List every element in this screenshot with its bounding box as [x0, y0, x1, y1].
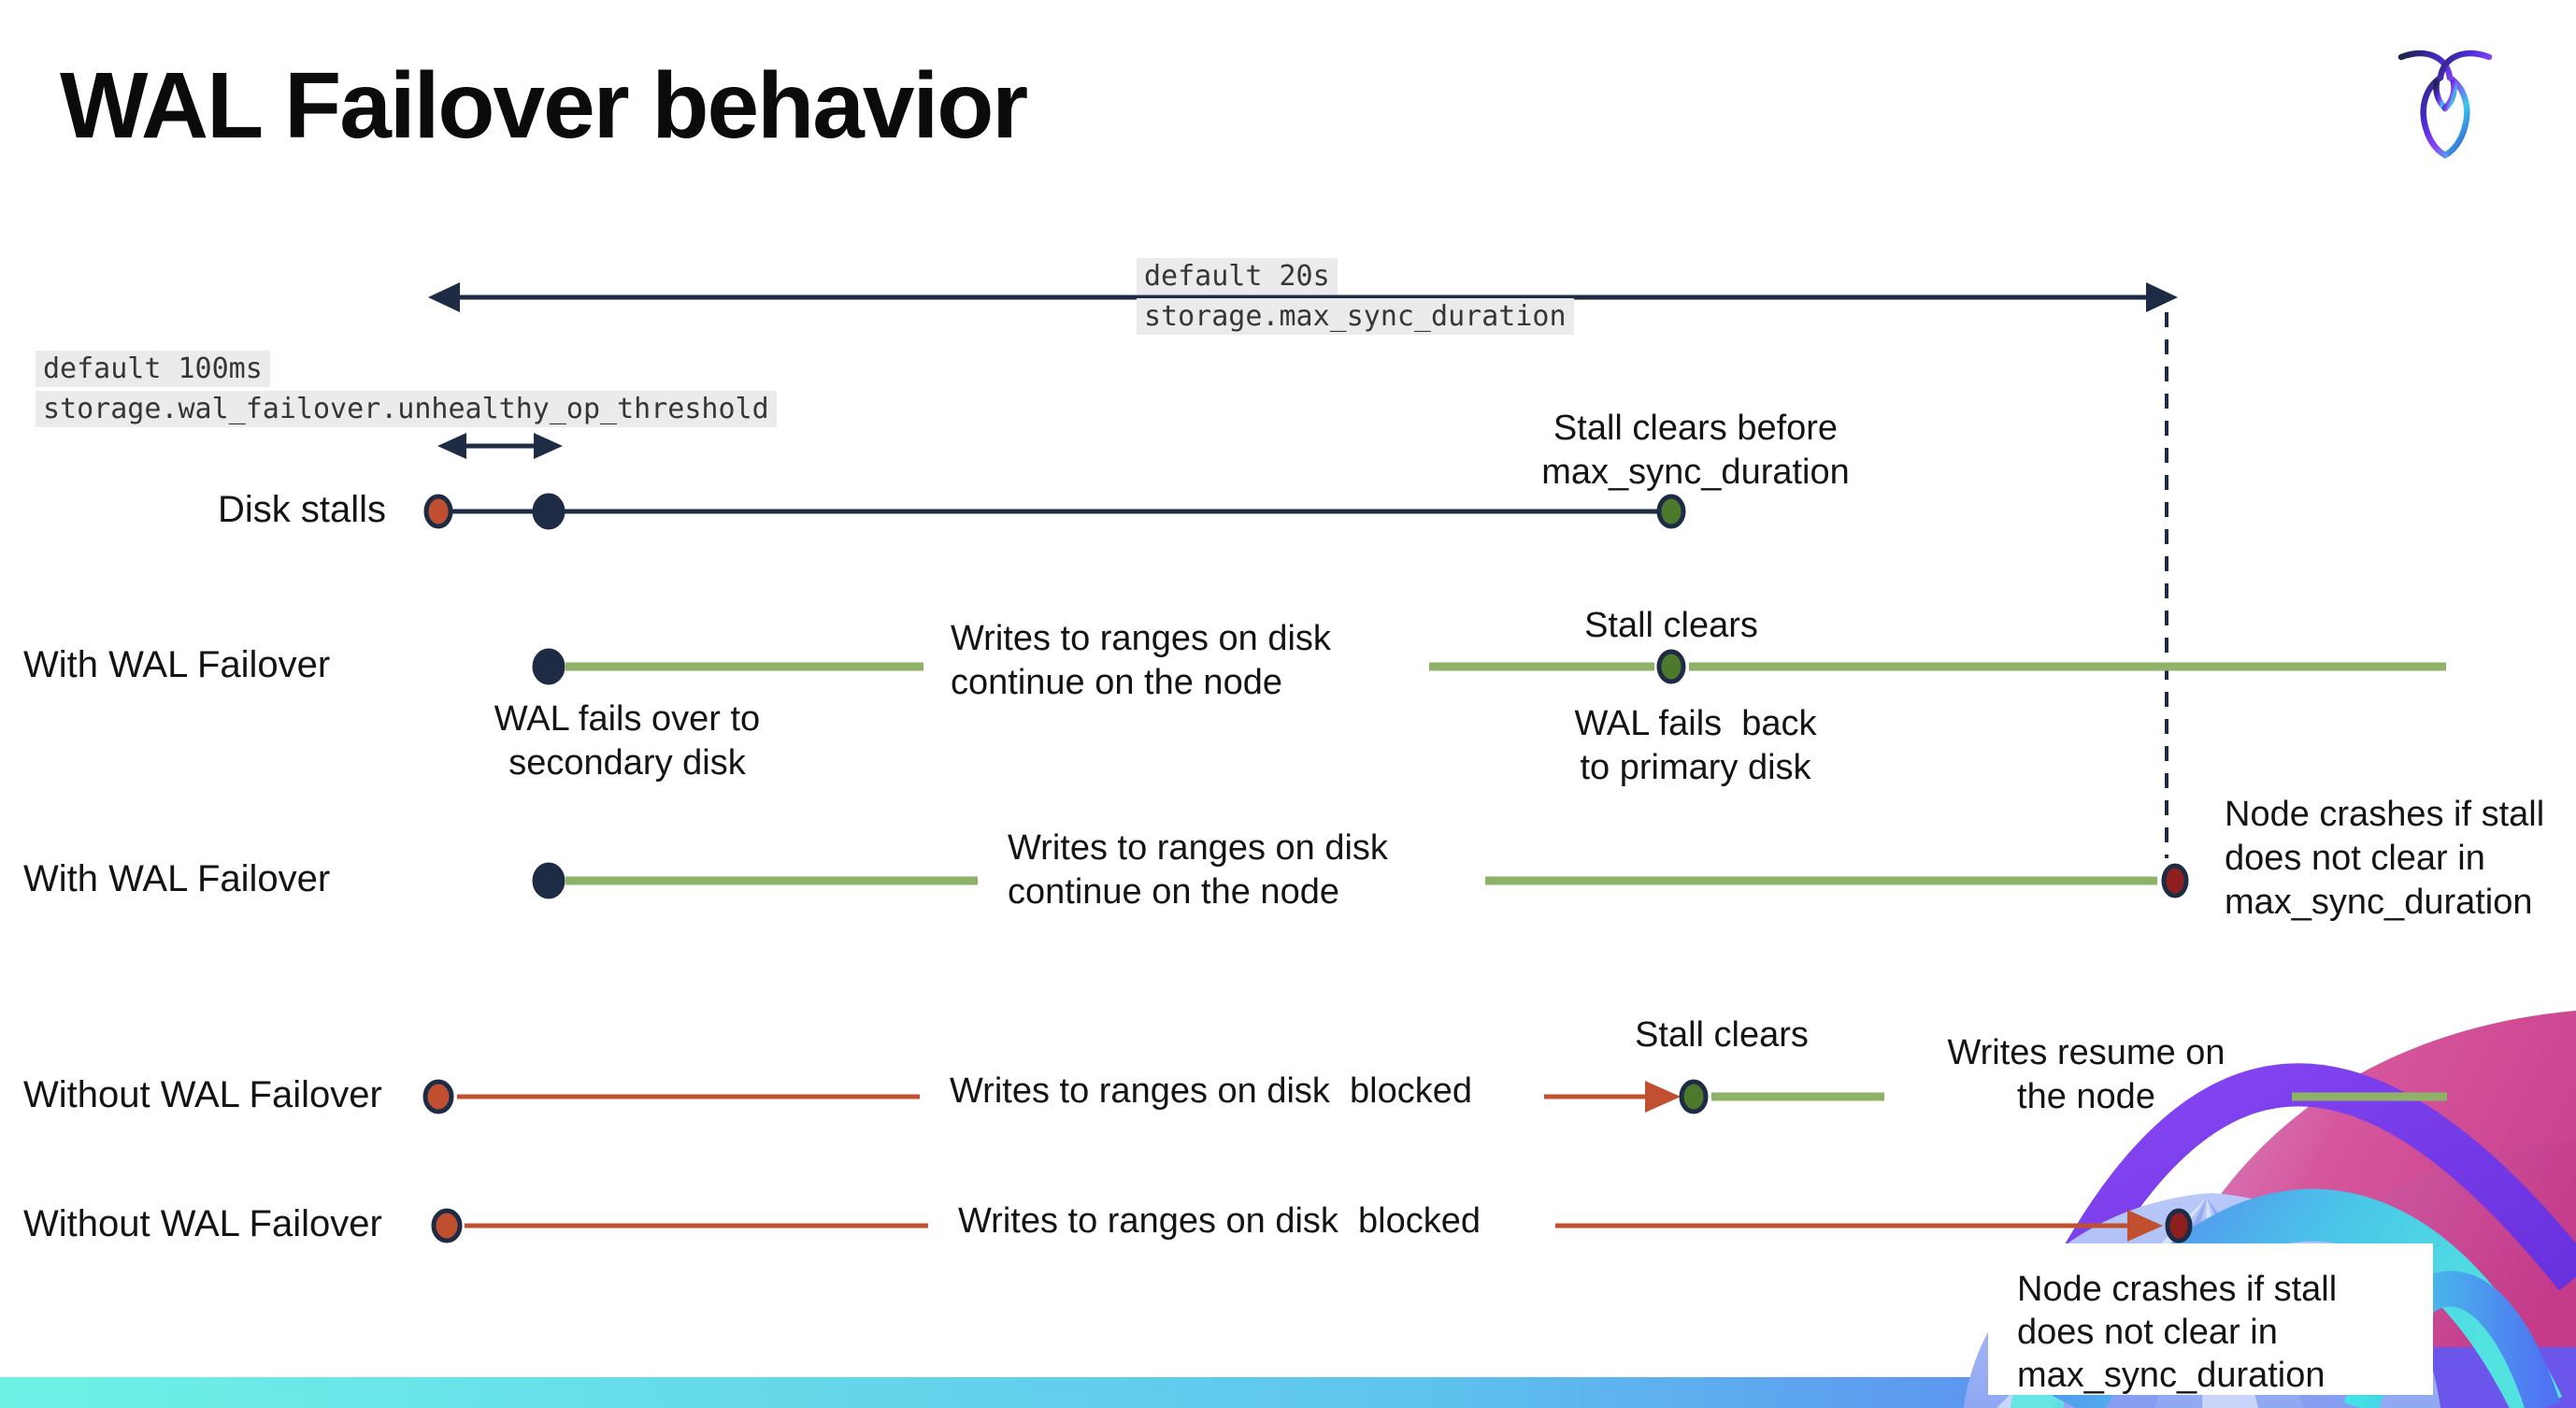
- row5-stall-start-dot: [431, 1208, 463, 1243]
- row1-stall-clear-dot: [1656, 494, 1686, 529]
- row2-stall-clears-annotation: Stall clears: [1584, 606, 1758, 645]
- cockroachdb-logo-icon: [2397, 50, 2493, 159]
- row4-writes-blocked-annotation: Writes to ranges on disk blocked: [950, 1071, 1473, 1111]
- unhealthy-op-threshold-arrow: [437, 433, 563, 459]
- max-sync-default-label: default 20s: [1137, 258, 1338, 295]
- row4-stall-clears-annotation: Stall clears: [1635, 1015, 1809, 1055]
- row2-failover-dot: [532, 648, 565, 685]
- row1-label: Disk stalls: [217, 489, 386, 530]
- row3-label: With WAL Failover: [23, 858, 331, 899]
- row3-failover-dot: [532, 862, 565, 899]
- max-sync-setting-label: storage.max_sync_duration: [1137, 298, 1574, 335]
- row5-label: Without WAL Failover: [23, 1203, 382, 1244]
- threshold-default-label: default 100ms: [36, 351, 270, 387]
- row4-label: Without WAL Failover: [23, 1074, 382, 1115]
- row4-timeline: [457, 1081, 2447, 1113]
- row1-stall-start-dot: [423, 494, 453, 529]
- wal-fails-over-annotation: WAL fails over to secondary disk: [494, 699, 761, 783]
- max-sync-duration-arrow: [428, 282, 2178, 312]
- row3-writes-continue-annotation: Writes to ranges on disk continue on the…: [1008, 828, 1388, 912]
- row5-writes-blocked-annotation: Writes to ranges on disk blocked: [958, 1201, 1481, 1241]
- row3-crash-dot: [2161, 863, 2189, 898]
- row2-writes-continue-annotation: Writes to ranges on disk continue on the…: [951, 619, 1331, 702]
- row2-stall-clear-dot: [1656, 649, 1686, 684]
- page-title: WAL Failover behavior: [60, 53, 1028, 158]
- event-dots: [422, 493, 2193, 1243]
- node-crash-callout-box: [1988, 1243, 2433, 1395]
- row2-label: With WAL Failover: [23, 644, 331, 685]
- writes-resume-annotation: Writes resume on the node: [1947, 1033, 2225, 1116]
- row4-stall-start-dot: [422, 1079, 454, 1114]
- threshold-setting-label: storage.wal_failover.unhealthy_op_thresh…: [36, 391, 777, 427]
- row5-timeline: [465, 1210, 2163, 1242]
- wal-fails-back-annotation: WAL fails back to primary disk: [1574, 704, 1817, 787]
- row3-node-crashes-annotation: Node crashes if stall does not clear in …: [2225, 795, 2545, 922]
- row1-threshold-dot: [532, 493, 565, 530]
- row4-stall-clear-dot: [1679, 1079, 1709, 1114]
- row5-node-crashes-annotation: Node crashes if stall does not clear in …: [2017, 1270, 2338, 1395]
- stall-clears-before-annotation: Stall clears before max_sync_duration: [1541, 409, 1850, 492]
- row5-crash-dot: [2165, 1208, 2193, 1243]
